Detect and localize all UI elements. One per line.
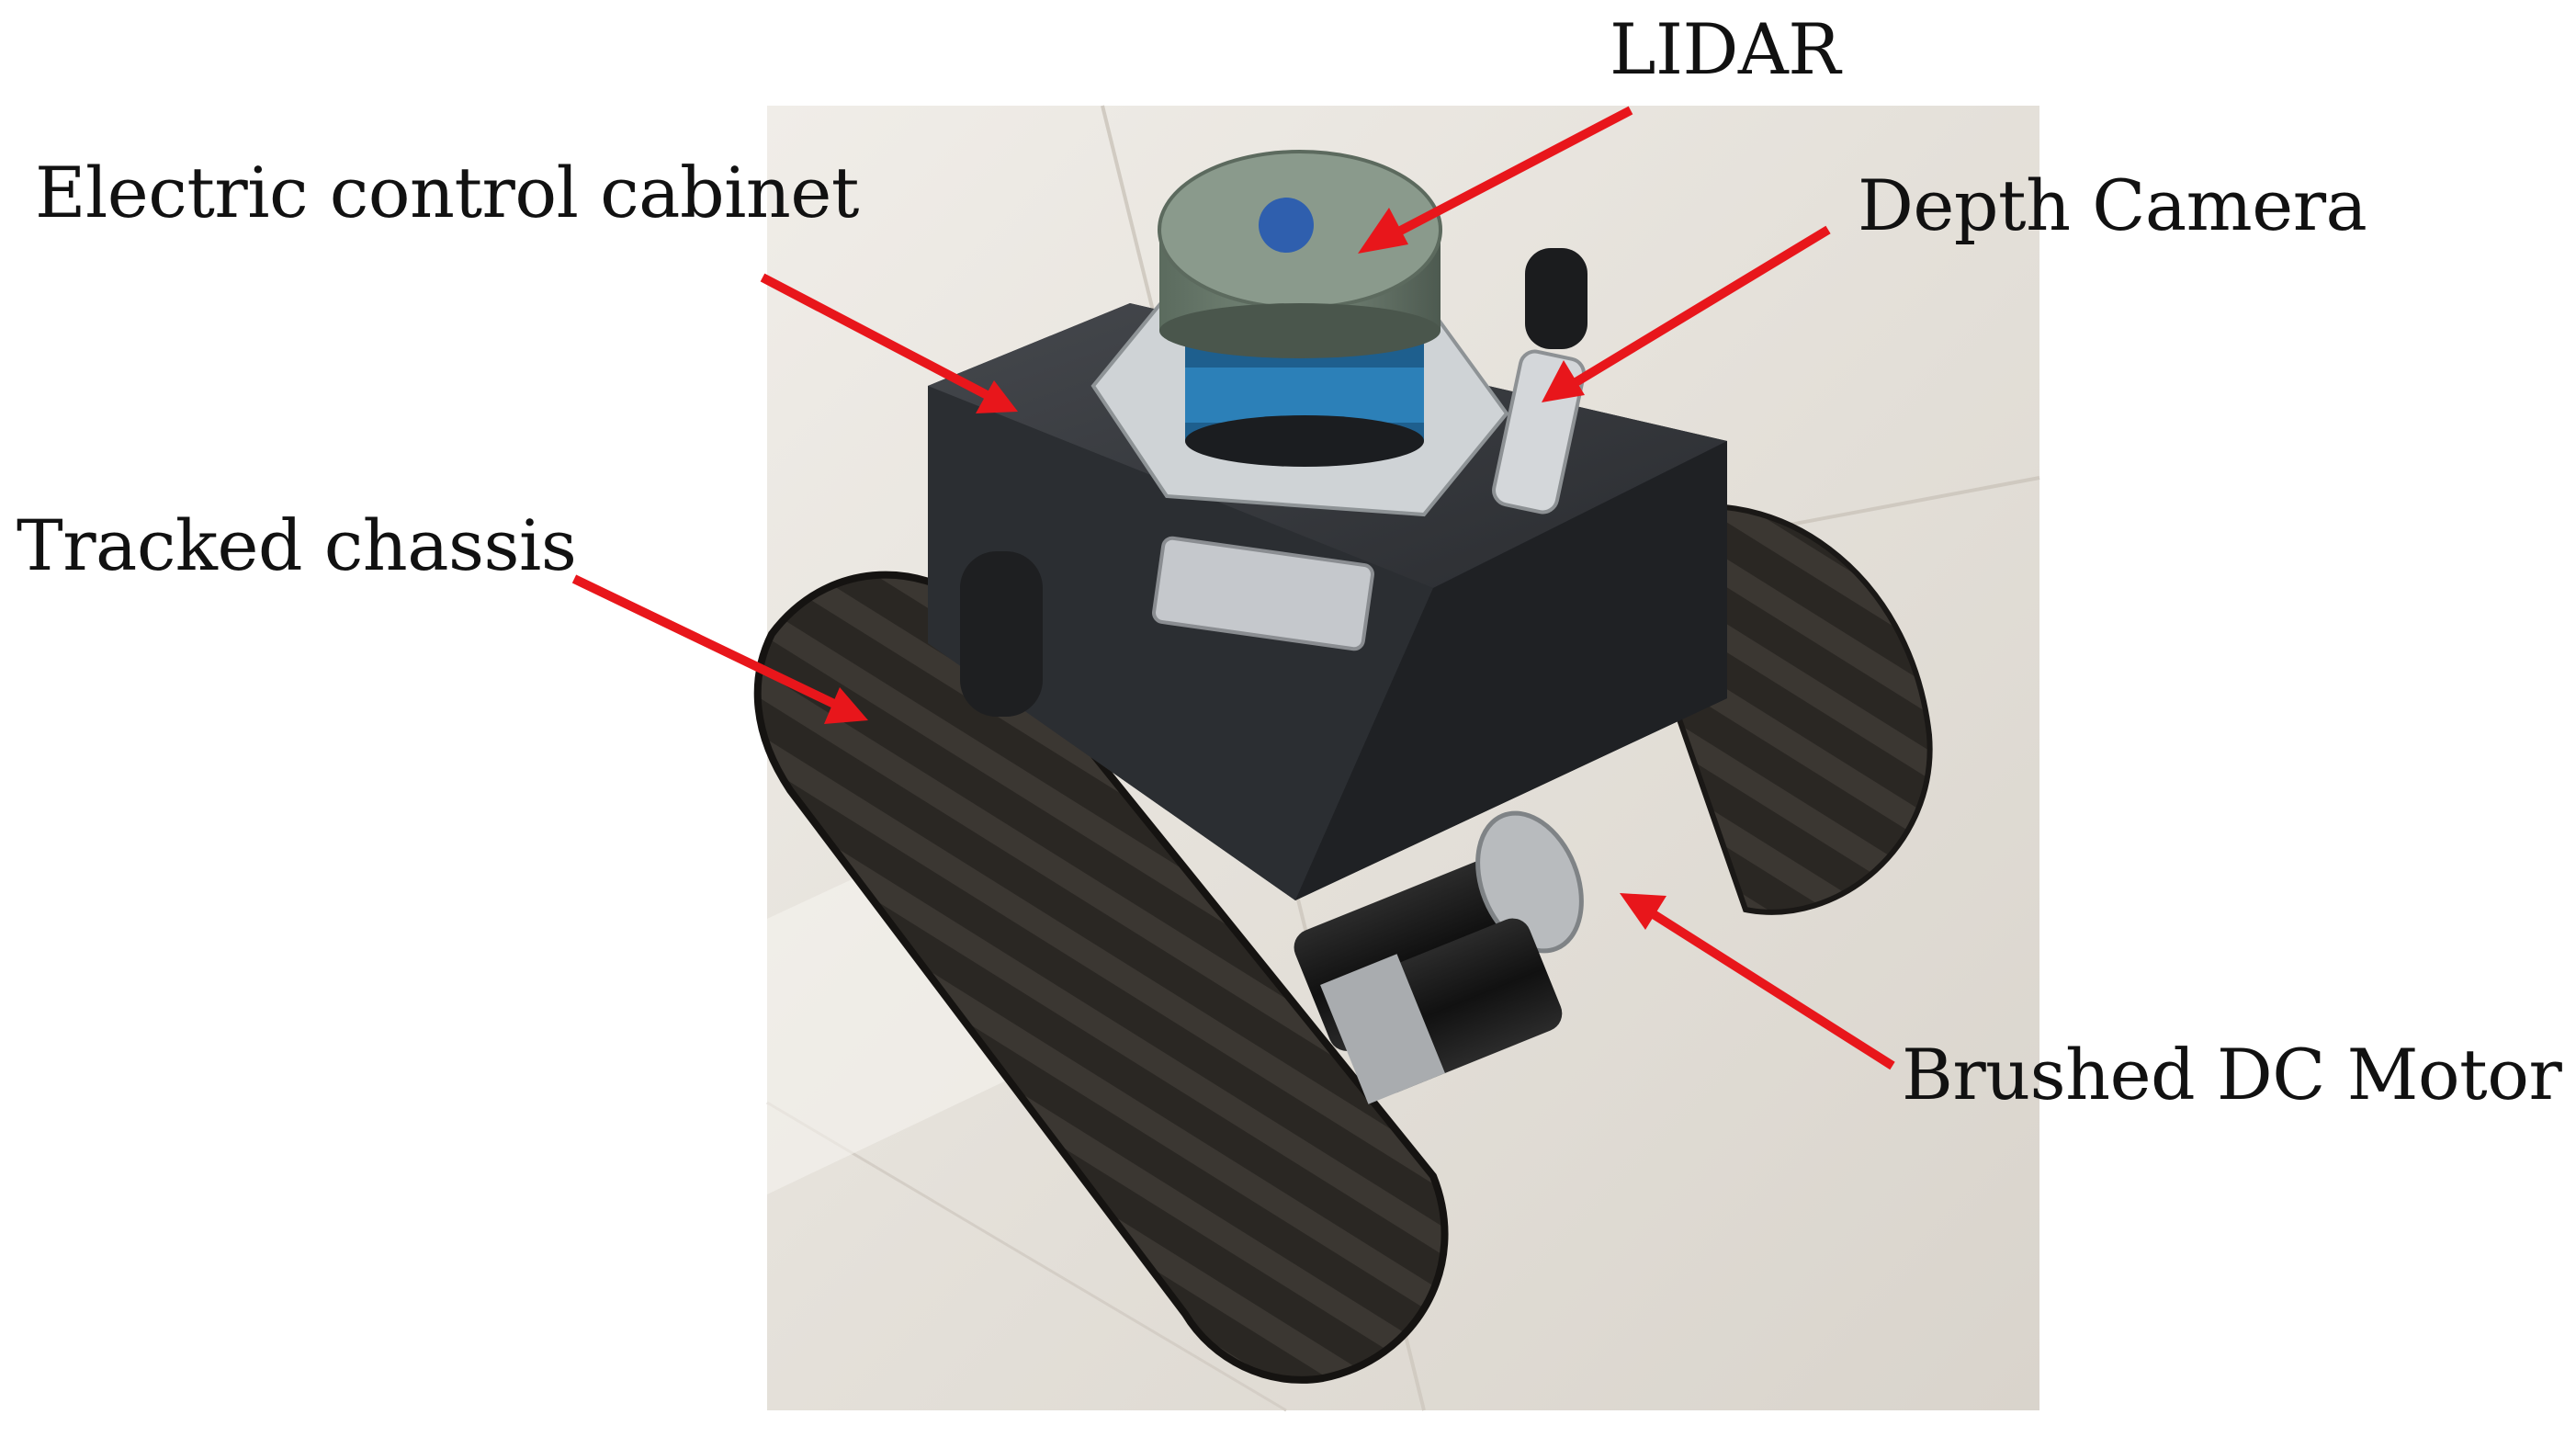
- label-depth-camera: Depth Camera: [1858, 164, 2367, 246]
- arrow-lidar: [1358, 106, 1633, 254]
- label-tracked-chassis: Tracked chassis: [17, 504, 577, 586]
- front-antenna: [960, 551, 1043, 717]
- robot: [753, 150, 1933, 1384]
- arrow-chassis: [571, 574, 868, 724]
- label-electric-control-cabinet: Electric control cabinet: [35, 152, 859, 233]
- arrow-cabinet: [760, 273, 1018, 413]
- lidar-sensor: [1090, 150, 1509, 517]
- brushed-dc-motors: [1294, 810, 1584, 1104]
- label-lidar: LIDAR: [1610, 8, 1841, 90]
- arrow-depth-camera: [1542, 225, 1831, 402]
- arrow-motor: [1620, 893, 1895, 1070]
- label-brushed-dc-motor: Brushed DC Motor: [1902, 1034, 2562, 1115]
- left-track: [753, 571, 1449, 1384]
- annotation-arrows: [571, 106, 1895, 1070]
